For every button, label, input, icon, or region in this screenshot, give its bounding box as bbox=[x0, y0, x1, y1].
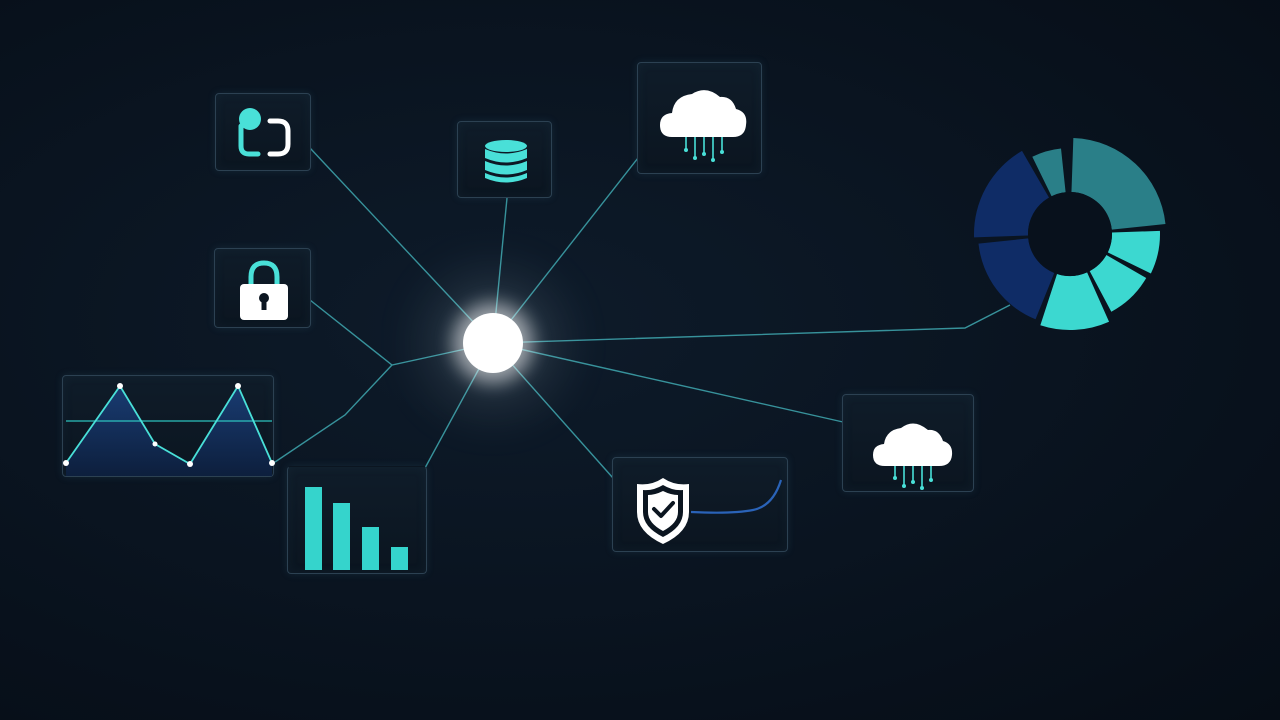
donut-segment bbox=[1040, 272, 1110, 330]
bar-chart-card[interactable] bbox=[287, 466, 427, 574]
line-chart-card[interactable] bbox=[62, 375, 275, 477]
cloud-icon bbox=[660, 90, 747, 162]
line-chart bbox=[63, 383, 275, 476]
bar bbox=[333, 503, 350, 570]
donut-segment bbox=[1089, 255, 1147, 312]
link-donut bbox=[492, 304, 1011, 344]
shield-check-icon bbox=[637, 478, 783, 544]
link-shield bbox=[492, 342, 614, 479]
lock-icon bbox=[240, 260, 288, 320]
donut-chart bbox=[974, 138, 1166, 330]
line-point bbox=[117, 383, 123, 389]
donut-segment bbox=[1107, 230, 1160, 274]
donut-segment bbox=[1071, 138, 1166, 230]
donut-segment bbox=[978, 238, 1055, 320]
link-line-chart bbox=[274, 364, 393, 463]
sync-icon bbox=[238, 108, 291, 157]
link-bar-chart bbox=[290, 342, 494, 469]
donut-segment bbox=[1032, 148, 1066, 197]
lock-card[interactable] bbox=[214, 248, 311, 328]
line-point bbox=[269, 460, 275, 466]
bar bbox=[305, 487, 322, 570]
link-cloud-top bbox=[492, 157, 639, 344]
line-point bbox=[152, 441, 158, 447]
cloud-card-right[interactable] bbox=[842, 394, 974, 492]
line-point bbox=[235, 383, 241, 389]
database-icon bbox=[485, 140, 527, 183]
line-point bbox=[63, 460, 69, 466]
bar bbox=[362, 527, 379, 570]
link-sync bbox=[309, 147, 494, 344]
bar-chart bbox=[305, 487, 408, 570]
shield-card[interactable] bbox=[612, 457, 788, 552]
line-point bbox=[187, 461, 193, 467]
link-cloud-right bbox=[492, 342, 844, 423]
central-hub-node[interactable] bbox=[463, 313, 523, 373]
donut-segment bbox=[974, 150, 1049, 238]
cloud-icon bbox=[873, 423, 953, 490]
sync-card[interactable] bbox=[215, 93, 311, 171]
database-card[interactable] bbox=[457, 121, 552, 198]
cloud-card-top[interactable] bbox=[637, 62, 762, 174]
bar bbox=[391, 547, 408, 570]
